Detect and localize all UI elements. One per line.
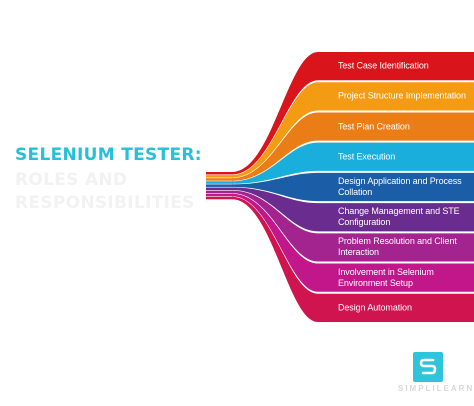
ribbon-1 bbox=[232, 52, 474, 175]
ribbon-tail-5 bbox=[206, 184, 233, 187]
item-label-5: Design Application and Process Collation bbox=[338, 176, 462, 197]
item-label-1: Test Case Identification bbox=[338, 60, 429, 71]
ribbon-tail-4 bbox=[206, 181, 233, 184]
simplilearn-logo-icon bbox=[413, 352, 443, 382]
logo-s-glyph-icon bbox=[419, 358, 437, 375]
item-label-6: Change Management and STE Configuration bbox=[338, 206, 460, 228]
item-label-7: Problem Resolution and Client Interactio… bbox=[338, 236, 457, 258]
ribbon-tail-1 bbox=[206, 172, 233, 175]
ribbon-tail-2 bbox=[206, 175, 233, 178]
ribbon-tail-9 bbox=[206, 196, 233, 200]
ribbon-tail-7 bbox=[206, 190, 233, 194]
title-main: SELENIUM TESTER: bbox=[15, 145, 202, 165]
title-subtitle-line1: ROLES AND bbox=[15, 170, 128, 190]
ribbon-tail-8 bbox=[206, 193, 233, 197]
ribbon-9 bbox=[232, 196, 474, 322]
ribbon-6 bbox=[232, 187, 474, 232]
logo-wordmark: SIMPLILEARN bbox=[398, 384, 474, 393]
title-subtitle-line2: RESPONSIBILITIES bbox=[15, 193, 195, 213]
ribbon-5 bbox=[232, 172, 474, 202]
item-label-2: Project Structure Implementation bbox=[338, 90, 466, 101]
item-label-3: Test Plan Creation bbox=[338, 121, 410, 132]
item-label-4: Test Execution bbox=[338, 151, 396, 162]
ribbon-3 bbox=[232, 112, 474, 181]
ribbon-8 bbox=[232, 193, 474, 292]
item-label-9: Design Automation bbox=[338, 302, 412, 313]
ribbon-4 bbox=[232, 142, 474, 184]
ribbon-2 bbox=[232, 82, 474, 178]
ribbon-7 bbox=[232, 190, 474, 262]
item-label-8: Involvement in Selenium Environment Setu… bbox=[338, 266, 434, 288]
ribbon-tail-6 bbox=[206, 187, 233, 190]
ribbon-tail-3 bbox=[206, 178, 233, 181]
